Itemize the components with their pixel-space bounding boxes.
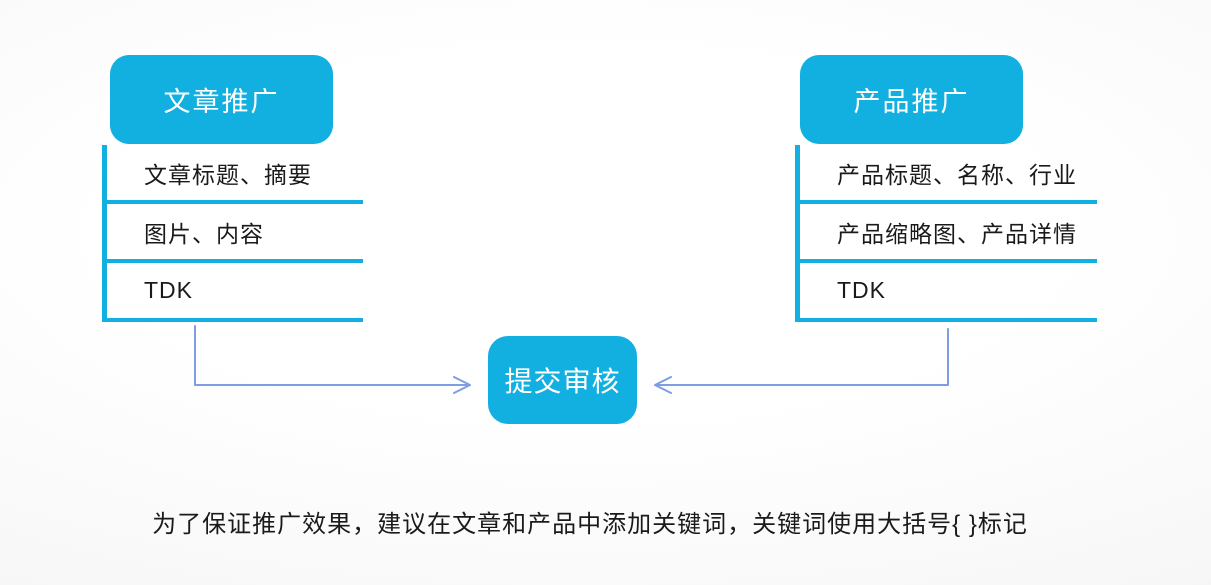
list-item-label: 文章标题、摘要 bbox=[144, 161, 312, 188]
product-promotion-node: 产品推广 bbox=[800, 55, 1023, 144]
product-branch-list: 产品标题、名称、行业 产品缩略图、产品详情 TDK bbox=[795, 145, 1097, 322]
article-branch-list: 文章标题、摘要 图片、内容 TDK bbox=[102, 145, 363, 322]
list-item-label: 产品缩略图、产品详情 bbox=[837, 220, 1077, 247]
caption-text: 为了保证推广效果，建议在文章和产品中添加关键词，关键词使用大括号{ }标记 bbox=[152, 511, 1028, 538]
list-item-label: 产品标题、名称、行业 bbox=[837, 161, 1077, 188]
list-item-label: 图片、内容 bbox=[144, 220, 264, 247]
submit-review-label: 提交审核 bbox=[504, 366, 621, 397]
right-arrow-icon bbox=[654, 328, 949, 394]
list-item: TDK bbox=[107, 263, 363, 322]
left-arrow-icon bbox=[194, 325, 471, 394]
product-promotion-title: 产品推广 bbox=[853, 87, 970, 117]
list-item-label: TDK bbox=[144, 277, 193, 303]
list-item: 产品标题、名称、行业 bbox=[800, 145, 1097, 204]
submit-review-node: 提交审核 bbox=[488, 336, 637, 424]
list-item-label: TDK bbox=[837, 277, 886, 303]
list-item: 产品缩略图、产品详情 bbox=[800, 204, 1097, 263]
article-promotion-node: 文章推广 bbox=[110, 55, 333, 144]
list-item: TDK bbox=[800, 263, 1097, 322]
list-item: 文章标题、摘要 bbox=[107, 145, 363, 204]
list-item: 图片、内容 bbox=[107, 204, 363, 263]
article-promotion-title: 文章推广 bbox=[163, 87, 280, 117]
